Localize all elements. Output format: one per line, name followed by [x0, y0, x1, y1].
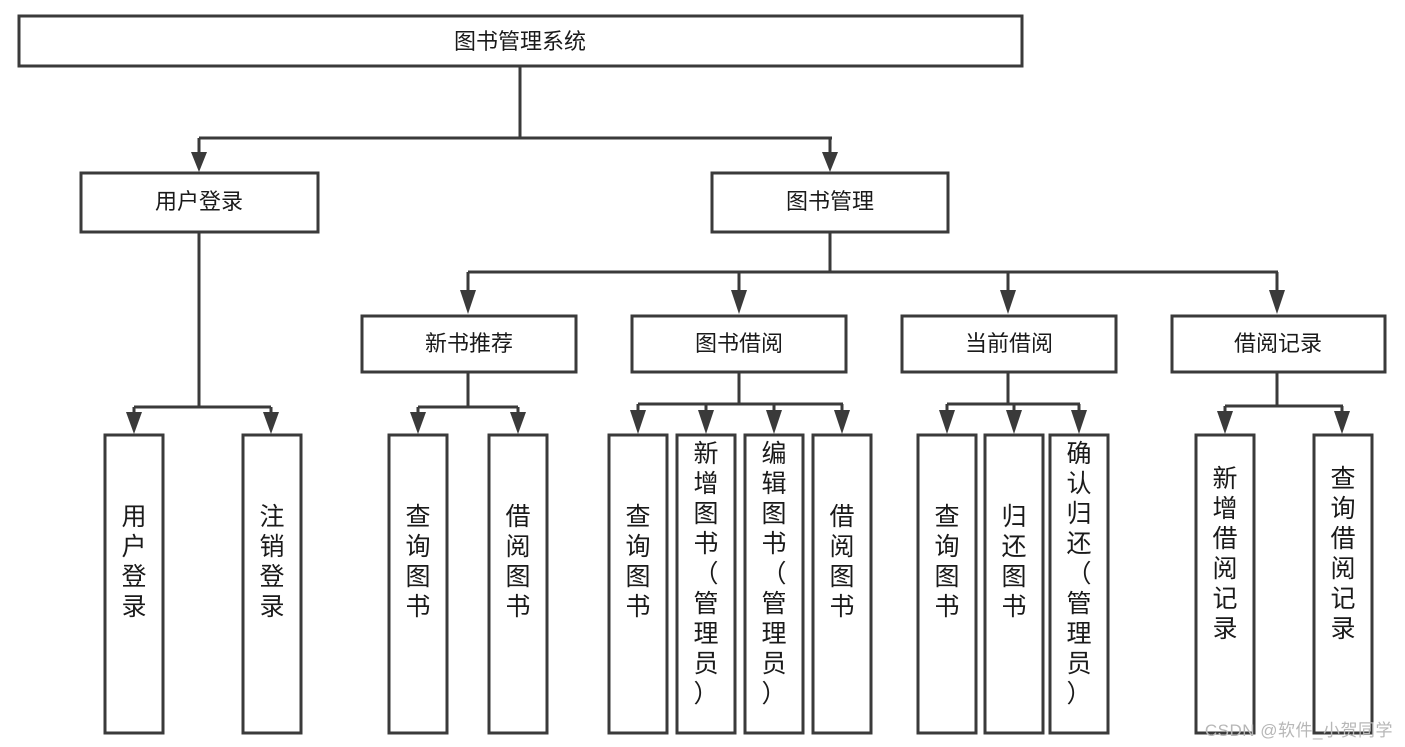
arrow-to-book-borrow	[731, 290, 747, 314]
root-label: 图书管理系统	[454, 29, 586, 54]
connector-layer	[126, 66, 1350, 434]
leaf-label: 查询图书	[625, 503, 650, 621]
leaf-current-borrow-2[interactable]: 归还图书	[983, 433, 1045, 735]
new-book-recommend-box	[360, 314, 578, 374]
leaf-label: 确认归还（管理员）	[1066, 440, 1091, 708]
node-root-book-management-system[interactable]: 图书管理系统	[17, 14, 1024, 68]
leaf-borrow-record-2[interactable]: 查询借阅记录	[1312, 433, 1374, 735]
leaf-box	[811, 433, 873, 735]
arrow-book-borrow-leaf-3	[766, 410, 782, 434]
leaf-new-book-recommend-2[interactable]: 借阅图书	[487, 433, 549, 735]
root-box	[17, 14, 1024, 68]
leaf-label: 用户登录	[121, 503, 146, 621]
leaf-user-login-1[interactable]: 用户登录	[103, 433, 165, 735]
node-new-book-recommend[interactable]: 新书推荐	[360, 314, 578, 374]
node-book-management[interactable]: 图书管理	[710, 171, 950, 234]
node-borrow-record[interactable]: 借阅记录	[1170, 314, 1387, 374]
book-borrow-label: 图书借阅	[695, 331, 783, 356]
leaf-box	[607, 433, 669, 735]
leaf-label: 归还图书	[1001, 503, 1026, 621]
leaf-current-borrow-3[interactable]: 确认归还（管理员）	[1048, 433, 1110, 735]
user-login-box	[79, 171, 320, 234]
current-borrow-label: 当前借阅	[965, 331, 1053, 356]
leaf-box	[1048, 433, 1110, 735]
arrow-root-to-book-manage	[822, 152, 838, 172]
leaf-label: 编辑图书（管理员）	[761, 440, 786, 708]
leaf-box	[916, 433, 978, 735]
leaf-new-book-recommend-1[interactable]: 查询图书	[387, 433, 449, 735]
leaf-box	[1312, 433, 1374, 735]
leaf-label: 查询图书	[405, 503, 430, 621]
leaf-box	[983, 433, 1045, 735]
leaf-box	[387, 433, 449, 735]
arrow-user-login-leaf-1	[126, 412, 142, 434]
arrow-book-borrow-leaf-1	[630, 410, 646, 434]
arrow-user-login-leaf-2	[263, 412, 279, 434]
arrow-to-borrow-record	[1269, 290, 1285, 314]
leaf-book-borrow-3[interactable]: 编辑图书（管理员）	[743, 433, 805, 735]
arrow-book-borrow-leaf-4	[834, 410, 850, 434]
leaf-label: 查询借阅记录	[1330, 465, 1355, 643]
user-login-label: 用户登录	[155, 189, 243, 214]
leaf-box	[241, 433, 303, 735]
leaf-label: 新增图书（管理员）	[693, 440, 718, 708]
arrow-borrow-record-leaf-1	[1217, 411, 1233, 434]
node-current-borrow[interactable]: 当前借阅	[900, 314, 1118, 374]
arrow-borrow-record-leaf-2	[1334, 411, 1350, 434]
arrow-to-new-book-recommend	[460, 290, 476, 314]
leaf-box	[487, 433, 549, 735]
node-book-borrow[interactable]: 图书借阅	[630, 314, 848, 374]
arrow-new-book-leaf-2	[510, 412, 526, 434]
arrow-to-current-borrow	[1000, 290, 1016, 314]
arrow-current-borrow-leaf-3	[1071, 410, 1087, 434]
current-borrow-box	[900, 314, 1118, 374]
arrow-new-book-leaf-1	[410, 412, 426, 434]
leaf-book-borrow-2[interactable]: 新增图书（管理员）	[675, 433, 737, 735]
leaf-box	[743, 433, 805, 735]
leaf-label: 借阅图书	[829, 503, 854, 621]
node-user-login[interactable]: 用户登录	[79, 171, 320, 234]
leaf-borrow-record-1[interactable]: 新增借阅记录	[1194, 433, 1256, 735]
leaf-box	[675, 433, 737, 735]
new-book-recommend-label: 新书推荐	[425, 331, 513, 356]
borrow-record-label: 借阅记录	[1234, 331, 1322, 356]
arrow-book-borrow-leaf-2	[698, 410, 714, 434]
leaf-label: 查询图书	[934, 503, 959, 621]
leaf-user-login-2[interactable]: 注销登录	[241, 433, 303, 735]
book-management-label: 图书管理	[786, 189, 874, 214]
book-borrow-box	[630, 314, 848, 374]
leaf-label: 新增借阅记录	[1212, 465, 1237, 643]
borrow-record-box	[1170, 314, 1387, 374]
leaf-box	[103, 433, 165, 735]
arrow-root-to-user-login	[191, 152, 207, 172]
book-management-box	[710, 171, 950, 234]
leaf-book-borrow-1[interactable]: 查询图书	[607, 433, 669, 735]
leaf-book-borrow-4[interactable]: 借阅图书	[811, 433, 873, 735]
leaf-label: 借阅图书	[505, 503, 530, 621]
arrow-current-borrow-leaf-2	[1006, 410, 1022, 434]
leaf-current-borrow-1[interactable]: 查询图书	[916, 433, 978, 735]
leaf-label: 注销登录	[259, 503, 284, 621]
arrow-current-borrow-leaf-1	[939, 410, 955, 434]
leaf-box	[1194, 433, 1256, 735]
